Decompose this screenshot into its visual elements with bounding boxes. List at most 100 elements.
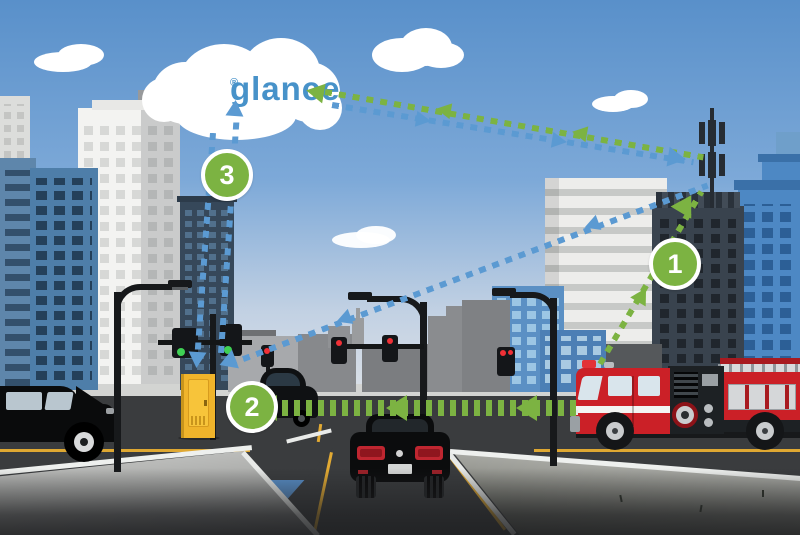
cab-stripe — [576, 406, 670, 413]
building-steel-blue — [0, 158, 36, 390]
street-lamp-head — [492, 288, 516, 296]
suv-window — [44, 392, 74, 410]
cloud — [58, 44, 104, 66]
cabinet-vents — [191, 416, 205, 425]
suv-hood — [76, 386, 106, 406]
antenna-array — [699, 154, 705, 176]
roof-ledge — [92, 100, 172, 110]
suv-headlight — [106, 408, 114, 414]
street-lamp-arm — [510, 292, 557, 320]
street-lamp-pole — [114, 292, 121, 472]
foreground-shadow — [0, 468, 800, 535]
arrowhead-right-blue — [666, 146, 688, 170]
wheel-center — [80, 438, 88, 446]
arrowhead-left-green — [304, 80, 326, 104]
compartment-doors — [728, 384, 796, 410]
street-lamp-pole — [420, 302, 427, 452]
cell-tower — [699, 120, 725, 146]
building-far-left-gray — [0, 96, 30, 168]
pump-grille — [674, 372, 698, 398]
suv-black — [0, 380, 120, 466]
red-light — [336, 340, 342, 346]
front-bumper — [570, 416, 580, 432]
green-light — [177, 348, 185, 356]
street-lamp-pole — [550, 298, 557, 466]
step-number: 1 — [667, 248, 683, 279]
taillight-inner — [418, 449, 440, 457]
door-line — [632, 376, 634, 426]
step-badge-2: 2 — [226, 381, 278, 433]
cabinet-shadow — [178, 436, 220, 440]
arrowhead-left-green-large — [386, 395, 407, 421]
signal-mast-arm — [332, 344, 424, 349]
ladder-rail — [720, 358, 800, 364]
antenna-array — [719, 154, 725, 176]
windows — [84, 124, 174, 382]
building-blue-right-upper — [762, 158, 800, 184]
arrowhead-left-green-large — [516, 395, 537, 421]
building-silhouette — [462, 300, 510, 392]
panel-light — [704, 418, 713, 427]
step-number: 3 — [219, 159, 235, 190]
silver-box — [702, 374, 718, 386]
cloud — [614, 90, 648, 108]
fire-truck — [570, 350, 800, 452]
traffic-signal-red — [331, 337, 347, 364]
street-lamp-head — [348, 292, 372, 300]
beacon-light — [582, 360, 596, 368]
traffic-signal-green — [220, 324, 242, 356]
arrowhead-down-blue — [187, 351, 207, 369]
cabinet-door — [188, 379, 209, 427]
step-number: 2 — [244, 391, 260, 422]
step-badge-3: 3 — [201, 149, 253, 201]
roof-ledge — [734, 180, 800, 190]
red-light — [387, 338, 393, 344]
building-blue-left — [30, 168, 98, 390]
antenna-structure — [352, 318, 364, 348]
antenna-array — [708, 120, 716, 146]
registered-mark: ® — [229, 77, 239, 89]
taillight-inner — [360, 449, 382, 457]
brand-text: glance® — [154, 70, 340, 114]
traffic-signal-red — [497, 347, 515, 376]
roof-bump — [446, 306, 466, 318]
arrowhead-right-blue — [414, 110, 433, 130]
antenna-array — [719, 122, 725, 144]
glance-cloud: glance® — [142, 36, 342, 144]
emblem — [396, 450, 403, 457]
step-badge-1: 1 — [649, 238, 701, 290]
street-lamp-head — [168, 280, 192, 288]
roof-ledge — [758, 154, 800, 162]
wheel-center — [612, 428, 618, 434]
red-light — [508, 350, 513, 355]
traffic-signal-green — [172, 328, 198, 358]
traffic-control-cabinet — [181, 374, 215, 438]
roof-horn — [604, 362, 614, 368]
suv-skirt — [0, 434, 114, 442]
chassis — [576, 430, 800, 438]
antenna-array — [699, 122, 705, 144]
street-lamp-bulb — [172, 287, 188, 290]
cloud — [418, 42, 464, 68]
windows — [744, 204, 794, 388]
arrowhead-right-blue — [550, 131, 569, 151]
hose-reel-center — [681, 411, 689, 419]
cab-window — [608, 376, 632, 396]
windows — [5, 170, 31, 386]
suv-window — [6, 392, 42, 410]
arrow-street-preemption-band — [282, 400, 582, 416]
wheel-center — [762, 428, 768, 434]
yellow-center-line — [534, 449, 800, 452]
building-blue-right — [738, 184, 800, 392]
sedan-window — [266, 373, 300, 387]
red-light — [500, 350, 506, 356]
cloud — [356, 226, 396, 244]
windows — [4, 104, 26, 164]
cab-window — [638, 376, 660, 396]
green-light — [224, 346, 232, 354]
street-lamp-arm — [114, 284, 178, 312]
windows — [36, 178, 92, 386]
door-handle — [204, 400, 207, 406]
signal-mast-arm — [158, 340, 252, 345]
